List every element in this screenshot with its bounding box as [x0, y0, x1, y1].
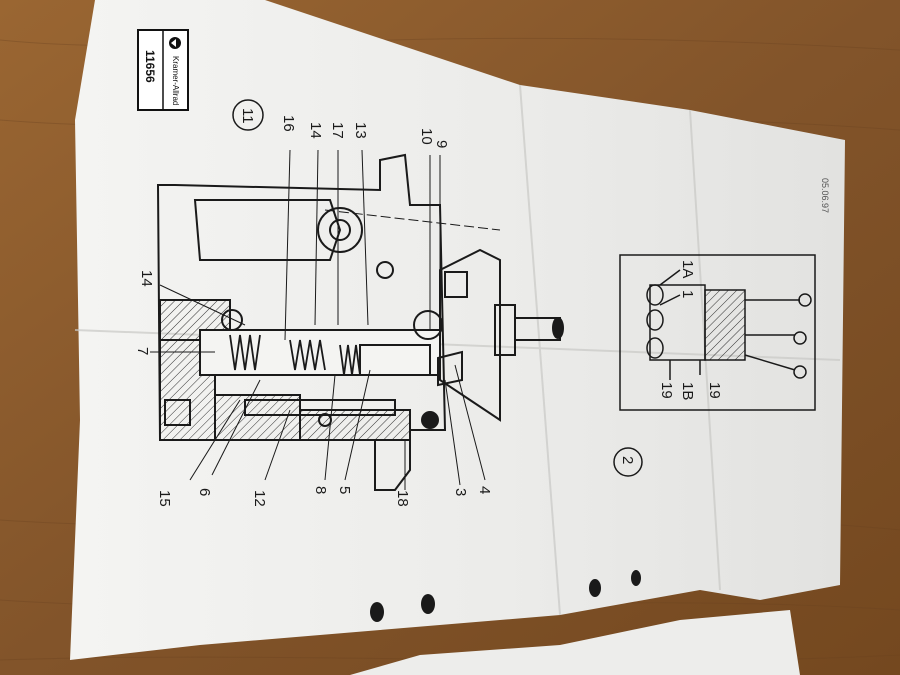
callout-4: 4 — [476, 486, 493, 494]
doc-code-text: 11656 — [143, 50, 157, 83]
paper-strip — [350, 610, 800, 675]
callout-1A: 1A — [679, 260, 696, 278]
logo-mark-icon — [169, 37, 181, 49]
figure-number-inset: 2 — [613, 447, 643, 477]
callout-16: 16 — [280, 115, 297, 132]
callout-14-top: 14 — [307, 122, 324, 139]
callout-17: 17 — [329, 122, 346, 139]
svg-text:2: 2 — [619, 456, 636, 464]
callout-19-right: 19 — [706, 382, 723, 399]
leader-lines — [150, 149, 486, 490]
callout-14-left: 14 — [138, 270, 155, 287]
paper-sheet — [70, 0, 845, 660]
callout-7: 7 — [134, 347, 151, 355]
callout-1B: 1B — [679, 382, 696, 400]
callout-15: 15 — [156, 490, 173, 507]
svg-text:11: 11 — [239, 108, 256, 124]
inset-callouts: 1A 1 19 1B 19 — [658, 260, 723, 400]
callout-9: 9 — [433, 140, 450, 148]
callout-10: 10 — [418, 128, 435, 145]
callout-6: 6 — [196, 488, 213, 496]
punch-holes — [370, 570, 641, 622]
spring-coils — [229, 334, 361, 376]
main-diagram — [156, 153, 564, 491]
callout-13: 13 — [352, 122, 369, 139]
inset-diagram — [619, 254, 816, 411]
callout-3: 3 — [452, 488, 469, 496]
logo-box: Kramer-Allrad 11656 — [137, 29, 189, 111]
callout-19-left: 19 — [658, 382, 675, 399]
brand-text: Kramer-Allrad — [171, 56, 180, 105]
callout-18: 18 — [394, 490, 411, 507]
callout-8: 8 — [312, 486, 329, 494]
callout-12: 12 — [251, 490, 268, 507]
main-callouts: 9 10 13 17 14 16 14 7 15 6 12 8 5 18 3 4 — [134, 115, 493, 507]
callout-5: 5 — [336, 486, 353, 494]
date-stamp: 05.06.97 — [820, 178, 830, 213]
callout-1: 1 — [679, 290, 696, 298]
figure-number-main: 11 — [232, 99, 264, 131]
